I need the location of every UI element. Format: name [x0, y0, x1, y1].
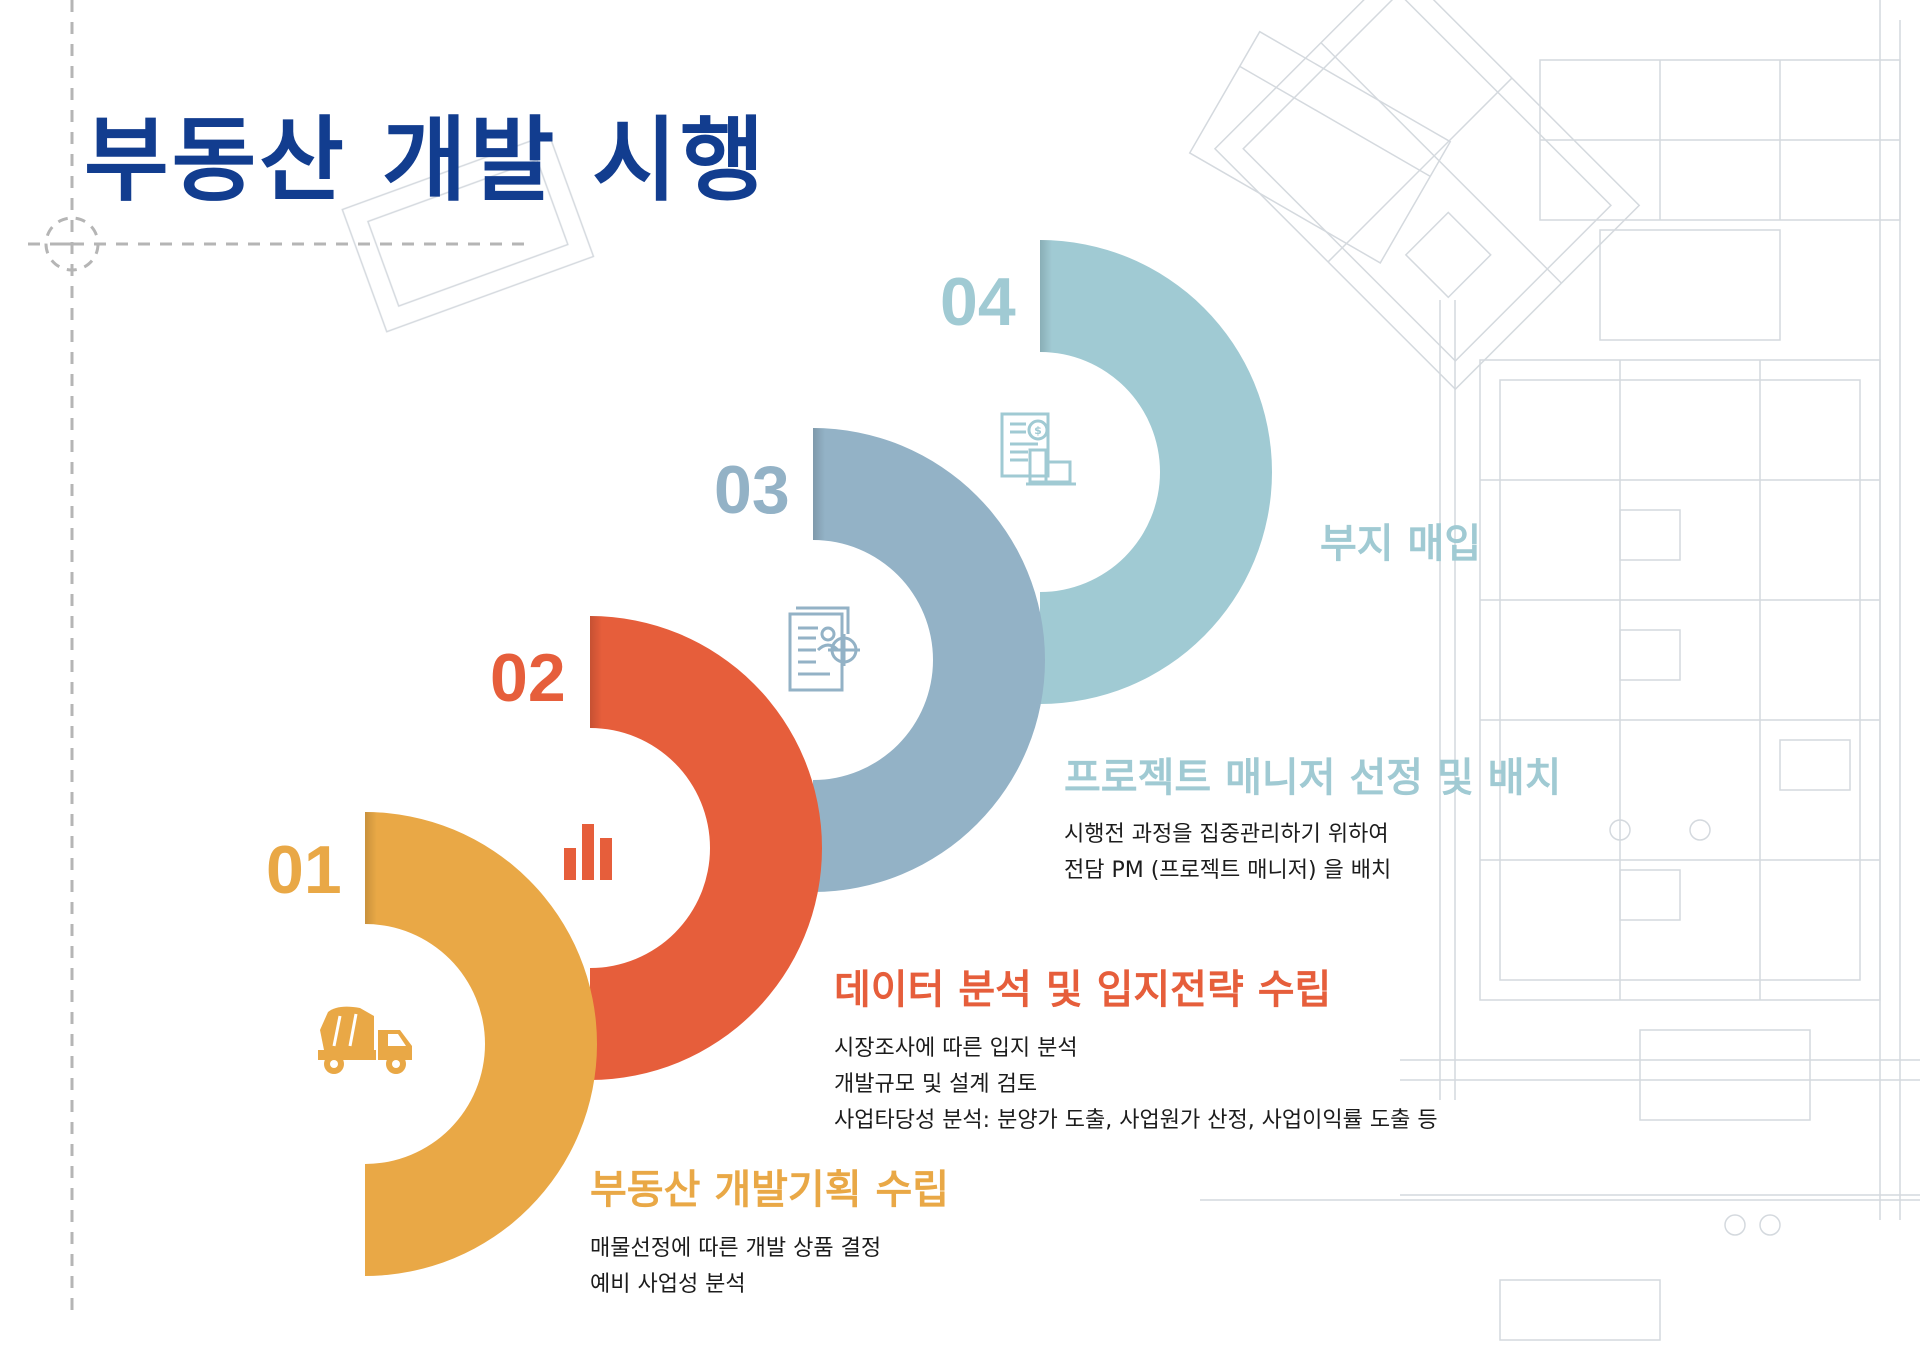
cement-mixer-truck-icon: [318, 1006, 412, 1074]
description-line: 시행전 과정을 집중관리하기 위하여: [1064, 822, 1389, 847]
arc-step-1: [365, 812, 597, 1276]
step-number-03: 03: [714, 452, 790, 528]
guide-lines: [28, 0, 532, 1310]
description-line: 사업타당성 분석: 분양가 도출, 사업원가 산정, 사업이익률 도출 등: [834, 1108, 1438, 1133]
description-line: 개발규모 및 설계 검토: [834, 1072, 1038, 1097]
step-03-description: 시행전 과정을 집중관리하기 위하여 전담 PM (프로젝트 매니저) 을 배치: [1064, 817, 1391, 889]
description-line: 전담 PM (프로젝트 매니저) 을 배치: [1064, 858, 1392, 883]
crosshair-icon: [44, 216, 100, 272]
document-person-target-icon: [788, 606, 860, 692]
step-04-heading: 부지 매입: [1320, 521, 1482, 567]
document-dollar-building-icon: $: [1000, 412, 1076, 486]
step-number-04: 04: [940, 264, 1016, 340]
description-line: 매물선정에 따른 개발 상품 결정: [590, 1236, 882, 1261]
arc-step-3: [813, 428, 1045, 892]
arc-step-2: [590, 616, 822, 1080]
svg-text:$: $: [1034, 424, 1042, 437]
blueprint-drawing: [341, 0, 1920, 1341]
step-03-heading: 프로젝트 매니저 선정 및 배치: [1064, 755, 1562, 801]
step-number-02: 02: [490, 640, 566, 716]
page-title: 부동산 개발 시행: [84, 107, 768, 214]
arc-step-4: [1040, 240, 1272, 704]
step-01-description: 매물선정에 따른 개발 상품 결정 예비 사업성 분석: [590, 1231, 881, 1303]
step-02-description: 시장조사에 따른 입지 분석 개발규모 및 설계 검토 사업타당성 분석: 분양…: [834, 1031, 1438, 1139]
description-line: 예비 사업성 분석: [590, 1272, 746, 1297]
bar-chart-icon: [564, 824, 612, 880]
description-line: 시장조사에 따른 입지 분석: [834, 1036, 1078, 1061]
step-01-heading: 부동산 개발기획 수립: [590, 1167, 950, 1213]
step-number-01: 01: [266, 832, 342, 908]
step-02-heading: 데이터 분석 및 입지전략 수립: [834, 967, 1332, 1013]
